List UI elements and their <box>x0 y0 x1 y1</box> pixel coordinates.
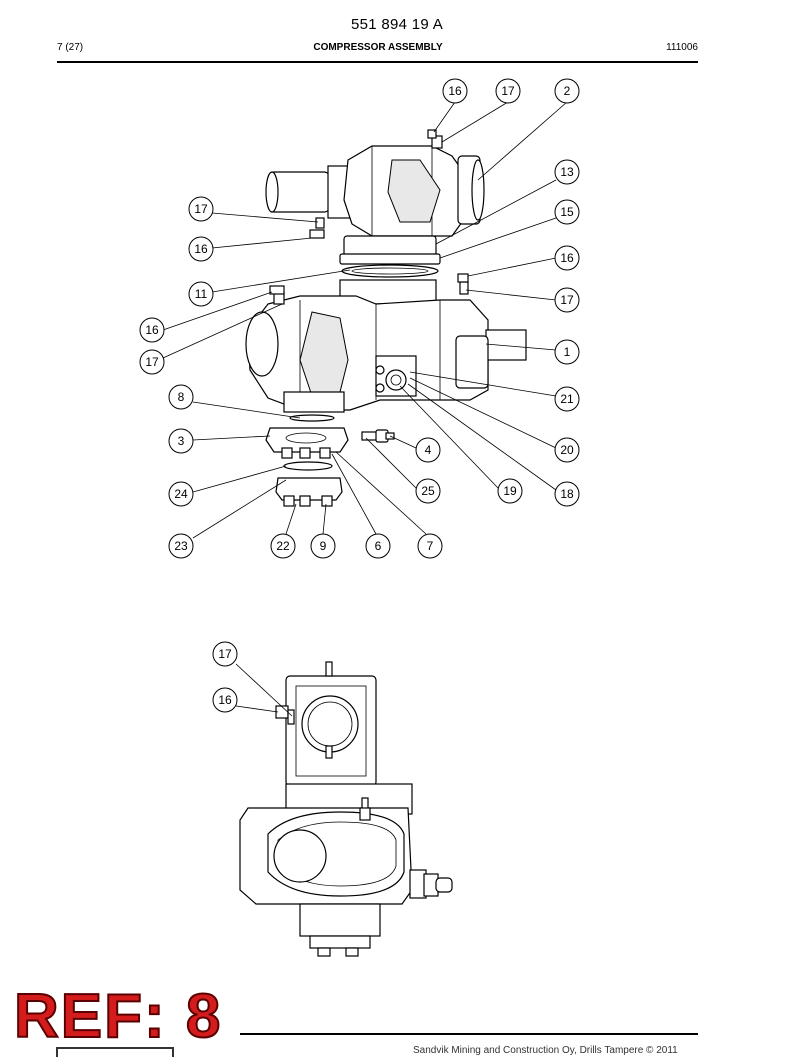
callout-label: 16 <box>560 251 574 265</box>
callout-label: 8 <box>178 390 185 404</box>
header-rule <box>57 61 698 63</box>
callout-label: 23 <box>174 539 188 553</box>
callout-2: 2 <box>554 78 580 104</box>
callout-label: 17 <box>145 355 159 369</box>
callout-label: 1 <box>564 345 571 359</box>
callout-16: 16 <box>188 236 214 262</box>
ref-stamp: REF: 8 <box>13 982 223 1051</box>
callout-17: 17 <box>495 78 521 104</box>
callout-6: 6 <box>365 533 391 559</box>
callout-label: 18 <box>560 487 574 501</box>
callout-label: 16 <box>448 84 462 98</box>
callout-label: 17 <box>218 647 232 661</box>
flange-3 <box>265 427 349 459</box>
callout-24: 24 <box>168 481 194 507</box>
page-indicator: 7 (27) <box>57 42 84 53</box>
callout-label: 16 <box>218 693 232 707</box>
callout-19: 19 <box>497 478 523 504</box>
callout-label: 3 <box>178 434 185 448</box>
callout-11: 11 <box>188 281 214 307</box>
compressor-element <box>245 273 527 413</box>
callout-label: 16 <box>194 242 208 256</box>
top-intake-valve <box>265 129 485 265</box>
callout-label: 9 <box>320 539 327 553</box>
callout-label: 15 <box>560 205 574 219</box>
company-logo <box>56 1047 174 1057</box>
lower-view-intake <box>275 661 377 787</box>
callout-20: 20 <box>554 437 580 463</box>
callout-label: 21 <box>560 392 574 406</box>
check-valve-4 <box>361 429 395 443</box>
callout-label: 24 <box>174 487 188 501</box>
callout-18: 18 <box>554 481 580 507</box>
footer-rule <box>240 1033 698 1035</box>
callout-label: 25 <box>421 484 435 498</box>
oring-24 <box>283 461 333 471</box>
intake-side-fittings <box>309 217 325 239</box>
callout-label: 13 <box>560 165 574 179</box>
callout-22: 22 <box>270 533 296 559</box>
gasket-11 <box>341 264 439 278</box>
callout-label: 16 <box>145 323 159 337</box>
footer-copyright: Sandvik Mining and Construction Oy, Dril… <box>413 1045 678 1056</box>
callout-label: 6 <box>375 539 382 553</box>
document-number: 551 894 19 A <box>350 16 444 33</box>
callout-16: 16 <box>554 245 580 271</box>
callout-label: 19 <box>503 484 517 498</box>
callout-8: 8 <box>168 384 194 410</box>
callout-7: 7 <box>417 533 443 559</box>
callout-label: 17 <box>501 84 515 98</box>
leader-lines <box>162 101 568 539</box>
callout-label: 2 <box>564 84 571 98</box>
lower-view-leaders <box>235 663 293 717</box>
flange-23 <box>275 477 343 507</box>
callout-label: 11 <box>195 287 208 301</box>
callout-23: 23 <box>168 533 194 559</box>
callout-label: 7 <box>427 539 434 553</box>
lower-view-compressor <box>239 783 453 957</box>
oring-8 <box>289 414 335 422</box>
callout-13: 13 <box>554 159 580 185</box>
callout-4: 4 <box>415 437 441 463</box>
callout-16: 16 <box>442 78 468 104</box>
callout-9: 9 <box>310 533 336 559</box>
callout-3: 3 <box>168 428 194 454</box>
callout-25: 25 <box>415 478 441 504</box>
callout-16: 16 <box>139 317 165 343</box>
callout-label: 17 <box>194 202 208 216</box>
callout-label: 4 <box>425 443 432 457</box>
callout-label: 22 <box>276 539 290 553</box>
callout-17: 17 <box>188 196 214 222</box>
document-title: COMPRESSOR ASSEMBLY <box>313 42 443 53</box>
callout-label: 17 <box>560 293 574 307</box>
callout-21: 21 <box>554 386 580 412</box>
callout-15: 15 <box>554 199 580 225</box>
callout-17: 17 <box>554 287 580 313</box>
callout-label: 20 <box>560 443 574 457</box>
callout-17: 17 <box>212 641 238 667</box>
callout-16: 16 <box>212 687 238 713</box>
callout-17: 17 <box>139 349 165 375</box>
document-date: 111006 <box>666 42 698 53</box>
callout-1: 1 <box>554 339 580 365</box>
